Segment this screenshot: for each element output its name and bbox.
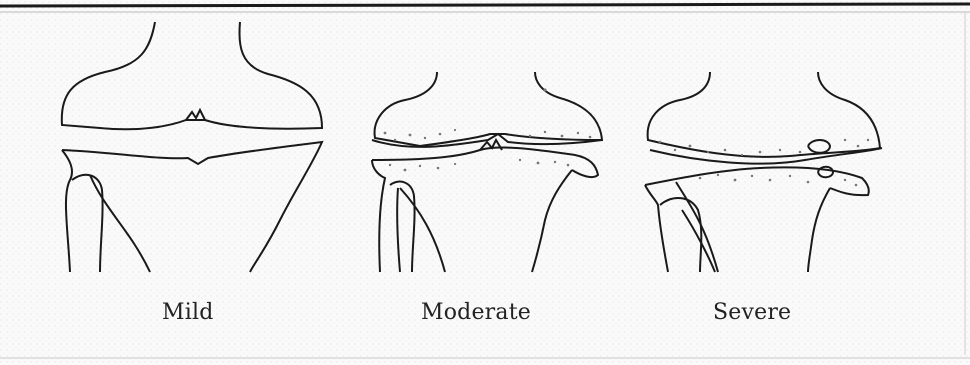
caption-severe: Severe — [713, 300, 791, 325]
top-border-line — [0, 4, 970, 6]
caption-mild: Mild — [162, 300, 213, 325]
caption-moderate: Moderate — [421, 300, 531, 325]
